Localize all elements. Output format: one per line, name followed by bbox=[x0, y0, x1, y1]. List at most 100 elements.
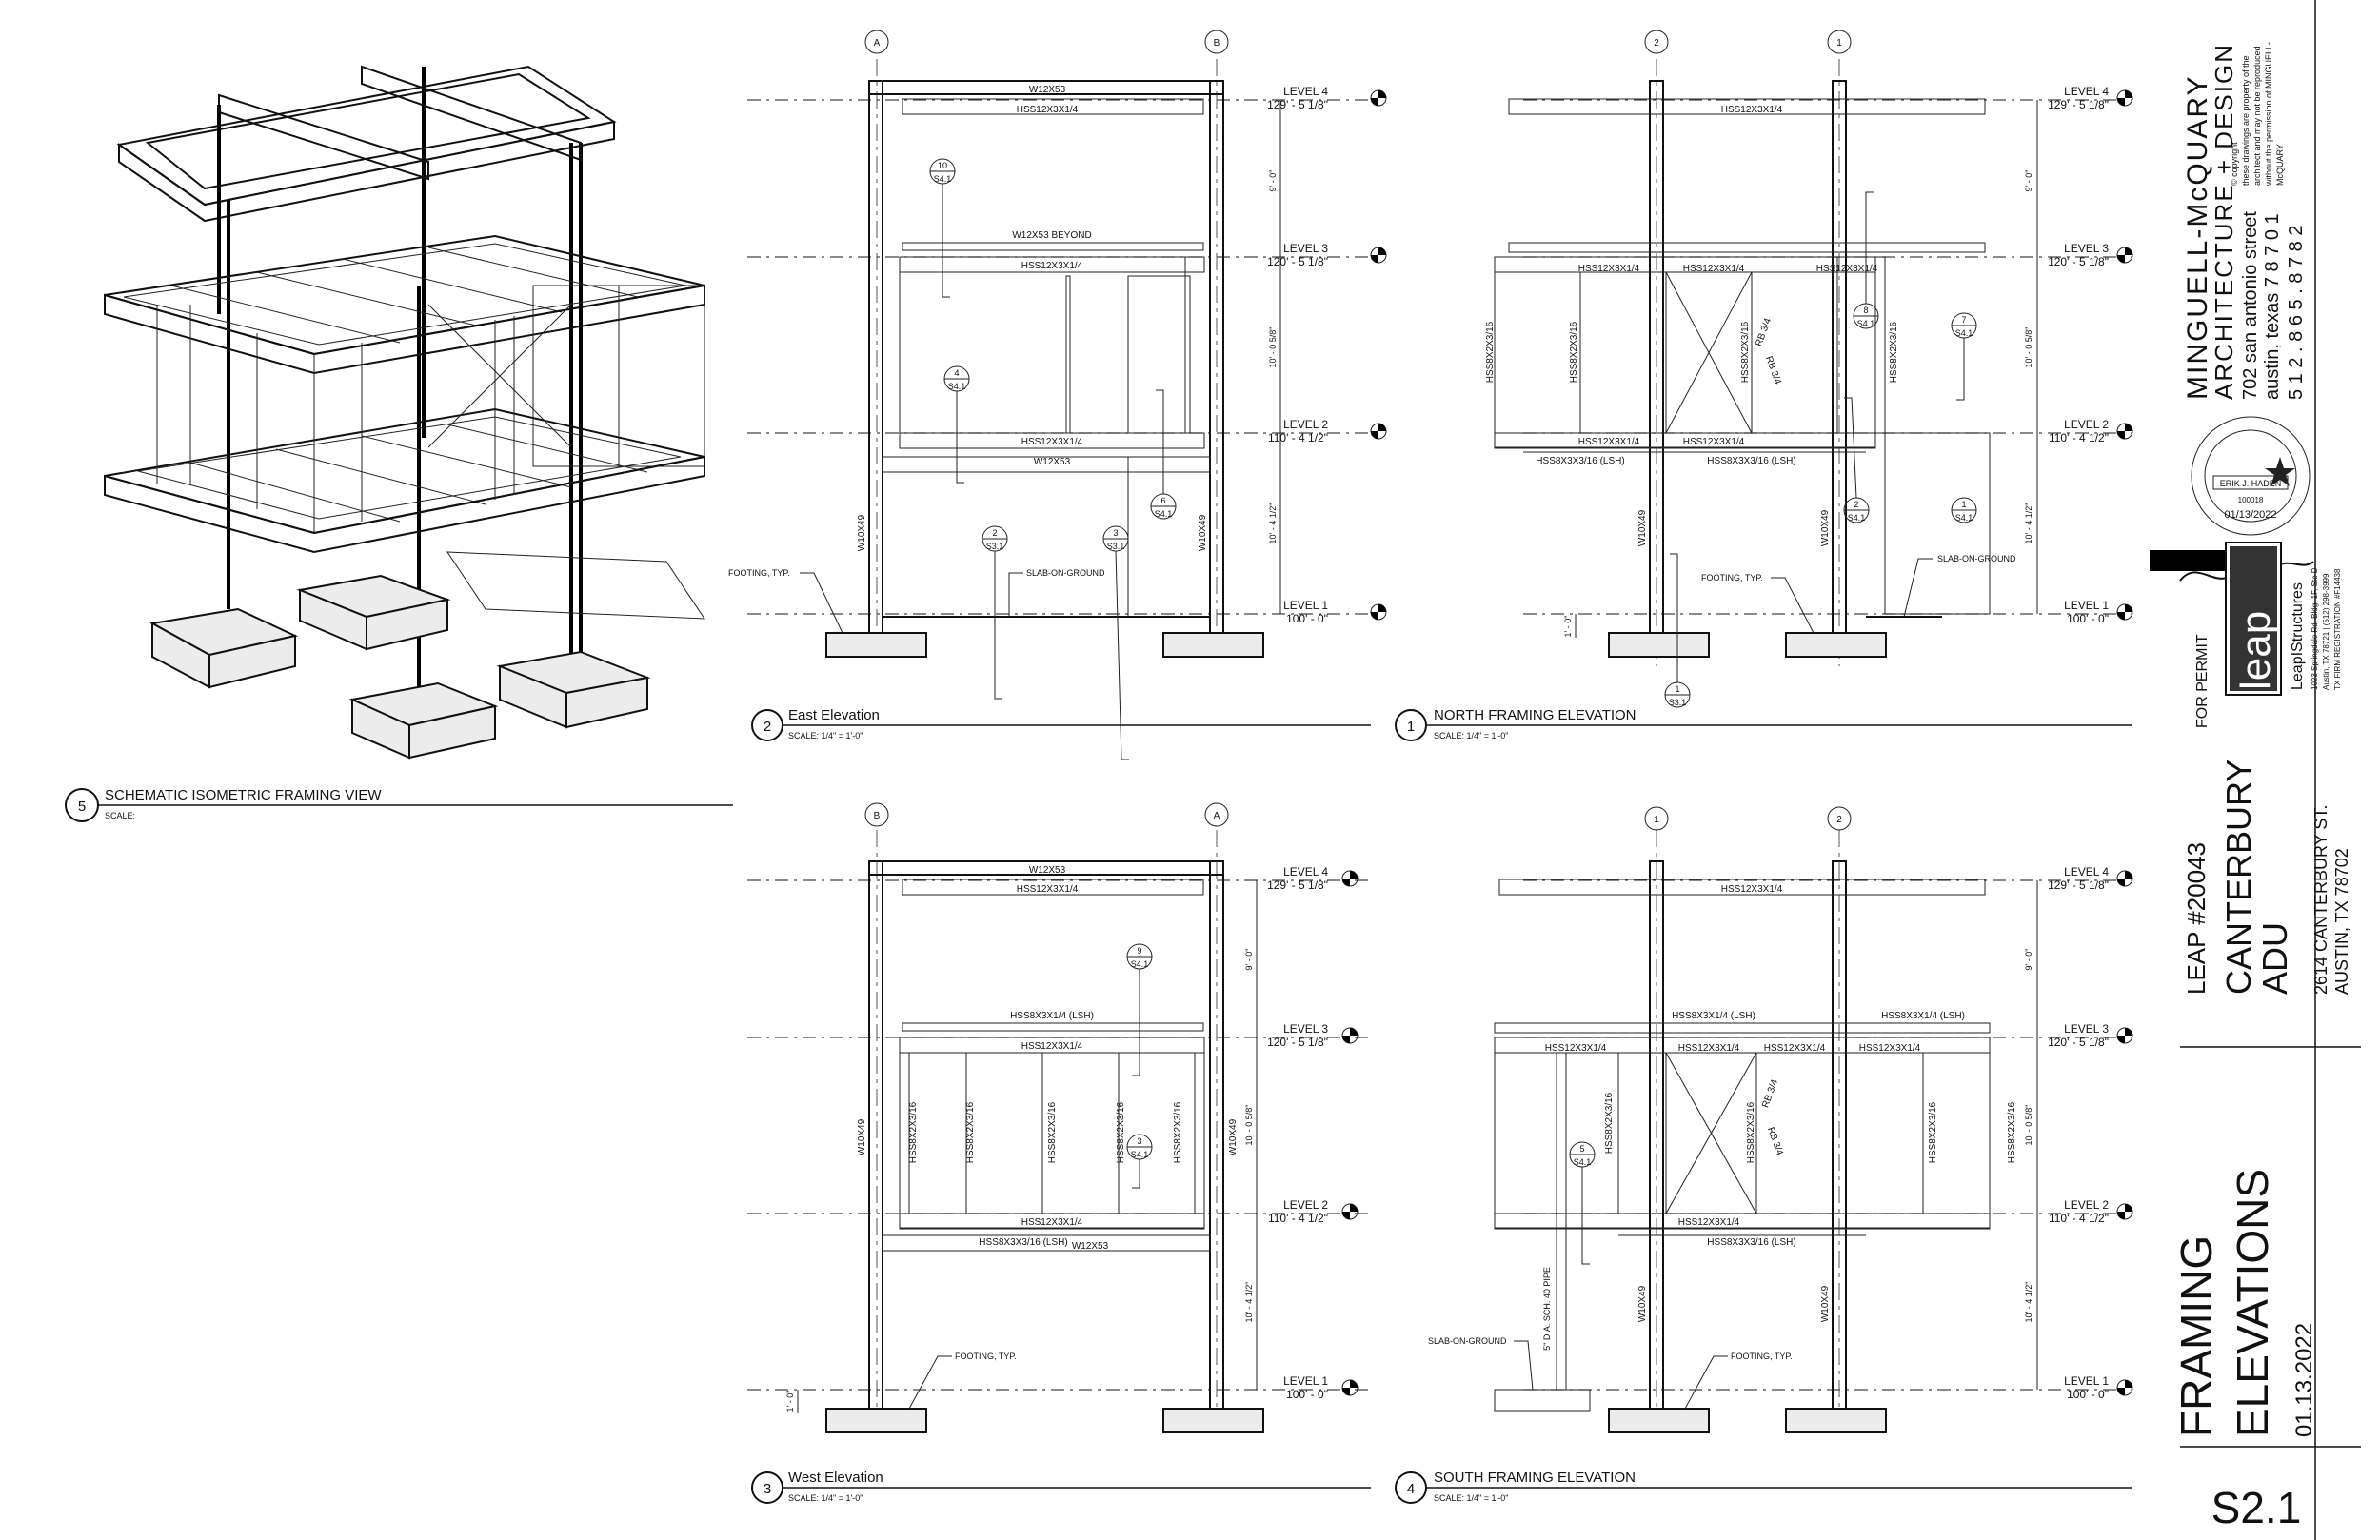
west-callout-9: 9 bbox=[1137, 946, 1141, 956]
west-grid-b: B bbox=[874, 811, 881, 821]
east-view-number: 2 bbox=[764, 719, 771, 735]
east-view-scale: SCALE: 1/4" = 1'-0" bbox=[788, 731, 863, 740]
south-dim-lower: 10' - 4 1/2" bbox=[2024, 1282, 2033, 1323]
west-l3-name: LEVEL 3 bbox=[1283, 1022, 1328, 1036]
west-stud-c: HSS8X2X3/16 bbox=[1047, 1101, 1058, 1163]
west-stud-d: HSS8X2X3/16 bbox=[1116, 1101, 1126, 1163]
east-top-hss-label: HSS12X3X1/4 bbox=[1017, 105, 1079, 115]
north-dim-upper: 9' - 0" bbox=[2024, 170, 2033, 192]
west-dim-footing: 1' - 0" bbox=[785, 1391, 795, 1412]
sheet-title-block: FRAMING ELEVATIONS 01.13.2022 S2.1 bbox=[2172, 1169, 2361, 1532]
east-l4-name: LEVEL 4 bbox=[1283, 85, 1328, 98]
north-l4-elev: 129' - 5 1/8" bbox=[2048, 98, 2109, 111]
north-l3-hss-b: HSS12X3X1/4 bbox=[1683, 264, 1745, 274]
east-dim-lower: 10' - 4 1/2" bbox=[1268, 503, 1278, 544]
south-view-title: SOUTH FRAMING ELEVATION bbox=[1434, 1470, 1636, 1486]
west-l3-hss-label: HSS12X3X1/4 bbox=[1021, 1041, 1083, 1052]
south-rod-a: RB 3/4 bbox=[1760, 1077, 1780, 1109]
north-col-1: W10X49 bbox=[1820, 509, 1831, 546]
south-view-scale: SCALE: 1/4" = 1'-0" bbox=[1434, 1493, 1508, 1503]
north-callout-1-sheet: S4.1 bbox=[1955, 513, 1973, 523]
north-view-number: 1 bbox=[1407, 719, 1415, 735]
south-stud-d: HSS8X2X3/16 bbox=[2007, 1101, 2017, 1163]
south-col-1: W10X49 bbox=[1637, 1285, 1648, 1322]
sheet-number: S2.1 bbox=[2211, 1483, 2302, 1532]
south-footing-note: FOOTING, TYP. bbox=[1731, 1352, 1793, 1361]
west-dim-upper: 9' - 0" bbox=[1244, 949, 1254, 971]
west-l3-lsh-label: HSS8X3X1/4 (LSH) bbox=[1010, 1011, 1094, 1021]
north-grid-1: 1 bbox=[1836, 38, 1842, 49]
north-dim-lower: 10' - 4 1/2" bbox=[2024, 503, 2033, 544]
engineer-addr-3: TX FIRM REGISTRATION #F14438 bbox=[2333, 568, 2342, 690]
copyright-5: McQUARY bbox=[2275, 144, 2285, 186]
west-l2-beam-label: W12X53 bbox=[1072, 1241, 1109, 1252]
west-col-a: W10X49 bbox=[1228, 1118, 1239, 1155]
east-l3-hss-label: HSS12X3X1/4 bbox=[1021, 261, 1083, 271]
north-l2-lsh-b: HSS8X3X3/16 (LSH) bbox=[1707, 456, 1795, 466]
west-l2-lsh-label: HSS8X3X3/16 (LSH) bbox=[979, 1237, 1067, 1248]
north-callout-8-sheet: S4.1 bbox=[1857, 319, 1875, 328]
east-callout-6-sheet: S4.1 bbox=[1155, 509, 1173, 519]
east-dim-upper: 9' - 0" bbox=[1268, 170, 1278, 192]
west-elevation: B A W12X53 HSS12X3X1/4 HSS8X3X1/4 (LSH) … bbox=[747, 802, 1371, 1504]
east-slab-note: SLAB-ON-GROUND bbox=[1026, 568, 1105, 578]
east-l1-elev: 100' - 0" bbox=[1286, 612, 1328, 625]
south-rod-b: RB 3/4 bbox=[1765, 1126, 1785, 1157]
west-grid-a: A bbox=[1214, 811, 1220, 821]
east-col-b-label: W10X49 bbox=[1198, 514, 1208, 551]
west-l2-name: LEVEL 2 bbox=[1283, 1198, 1328, 1212]
north-stud-b: HSS8X2X3/16 bbox=[1569, 321, 1579, 383]
south-l3-elev: 120' - 5 1/8" bbox=[2048, 1036, 2109, 1049]
south-l2-hss: HSS12X3X1/4 bbox=[1678, 1217, 1740, 1228]
west-level-markers: LEVEL 4 129' - 5 1/8" LEVEL 3 120' - 5 1… bbox=[1267, 865, 1359, 1401]
east-l2-beam-label: W12X53 bbox=[1034, 457, 1071, 467]
east-l3-elev: 120' - 5 1/8" bbox=[1267, 255, 1328, 268]
east-l4-elev: 129' - 5 1/8" bbox=[1267, 98, 1328, 111]
south-slab-note: SLAB-ON-GROUND bbox=[1428, 1336, 1507, 1346]
west-l3-elev: 120' - 5 1/8" bbox=[1267, 1036, 1328, 1049]
south-l3-lsh-b: HSS8X3X1/4 (LSH) bbox=[1881, 1011, 1965, 1021]
south-col-2: W10X49 bbox=[1820, 1285, 1831, 1322]
west-stud-e: HSS8X2X3/16 bbox=[1173, 1101, 1183, 1163]
east-dim-middle: 10' - 0 5/8" bbox=[1268, 327, 1278, 368]
south-level-markers: LEVEL 4 129' - 5 1/8" LEVEL 3 120' - 5 1… bbox=[2048, 865, 2133, 1401]
engineer-firm: LeapIStructures bbox=[2290, 582, 2306, 690]
north-l3-name: LEVEL 3 bbox=[2064, 242, 2109, 255]
east-l2-hss-label: HSS12X3X1/4 bbox=[1021, 437, 1083, 447]
permit-status: FOR PERMIT bbox=[2194, 634, 2211, 728]
architect-street: 702 san antonio street bbox=[2240, 211, 2261, 400]
architect-city: austin, texas 7 8 7 0 1 bbox=[2262, 213, 2283, 400]
south-stud-a: HSS8X2X3/16 bbox=[1604, 1092, 1615, 1154]
west-callout-3: 3 bbox=[1137, 1136, 1141, 1146]
north-callout-1b-sheet: S3.1 bbox=[1669, 698, 1687, 707]
north-l3-hss-c: HSS12X3X1/4 bbox=[1816, 264, 1878, 274]
north-stud-c: HSS8X2X3/16 bbox=[1740, 321, 1751, 383]
north-callout-8: 8 bbox=[1863, 306, 1868, 315]
north-l2-hss-b: HSS12X3X1/4 bbox=[1683, 437, 1745, 447]
isometric-framing-view bbox=[104, 65, 705, 760]
south-l2-lsh: HSS8X3X3/16 (LSH) bbox=[1707, 1237, 1795, 1248]
iso-view-title-text: SCHEMATIC ISOMETRIC FRAMING VIEW bbox=[105, 787, 382, 803]
south-callout-5: 5 bbox=[1579, 1144, 1584, 1154]
east-callout-10: 10 bbox=[938, 161, 947, 170]
north-l3-hss-a: HSS12X3X1/4 bbox=[1578, 264, 1640, 274]
north-callout-1b: 1 bbox=[1675, 684, 1679, 694]
south-dim-upper: 9' - 0" bbox=[2024, 949, 2033, 971]
south-grid-1: 1 bbox=[1654, 815, 1659, 825]
north-l4-name: LEVEL 4 bbox=[2064, 85, 2109, 98]
south-stud-c: HSS8X2X3/16 bbox=[1928, 1101, 1938, 1163]
project-address-2: AUSTIN, TX 78702 bbox=[2332, 848, 2351, 995]
iso-view-number: 5 bbox=[78, 799, 86, 815]
south-l3-lsh-a: HSS8X3X1/4 (LSH) bbox=[1672, 1011, 1755, 1021]
south-l1-name: LEVEL 1 bbox=[2064, 1374, 2109, 1388]
project-name-1: CANTERBURY bbox=[2219, 760, 2258, 995]
east-top-beam-label: W12X53 bbox=[1029, 85, 1066, 95]
west-top-hss-label: HSS12X3X1/4 bbox=[1017, 884, 1079, 895]
west-callout-3-sheet: S4.1 bbox=[1131, 1150, 1149, 1159]
west-stud-a: HSS8X2X3/16 bbox=[908, 1101, 919, 1163]
west-col-b: W10X49 bbox=[857, 1118, 867, 1155]
copyright-2: these drawings are property of the bbox=[2241, 55, 2251, 186]
east-l3-beyond-label: W12X53 BEYOND bbox=[1012, 230, 1091, 241]
south-l4-name: LEVEL 4 bbox=[2064, 865, 2109, 879]
